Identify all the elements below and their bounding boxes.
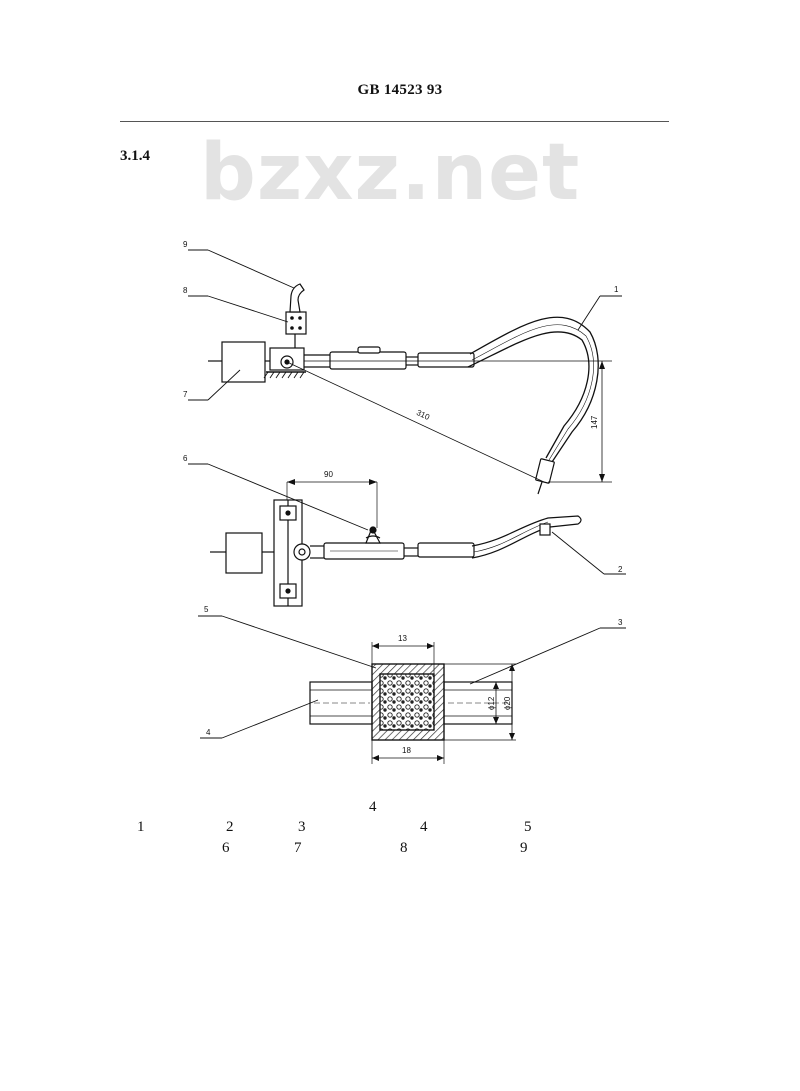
pivot-circle-plan [293,543,311,561]
watermark: bzxz.net [200,128,581,218]
callout-2: 2 [618,565,623,574]
callout-8: 8 [183,286,188,295]
callout-leaders [188,249,626,739]
apparatus-side-view [208,283,612,495]
dim-width-top: 13 [398,634,407,643]
radius-line [286,361,545,483]
callout-1: 1 [614,285,619,294]
legend-2-4: 9 [520,840,528,856]
end-tip-2 [539,523,551,536]
legend-2-1: 6 [222,840,230,856]
dim-dia-inner: ϕ12 [487,696,496,710]
header-rule [120,121,669,122]
callout-3: 3 [618,618,623,627]
legend-2-3: 8 [400,840,408,856]
legend-1-5: 5 [524,819,532,835]
pivot-circle [280,355,294,369]
dim-offset: 90 [324,470,333,479]
dim-width-bottom: 18 [402,746,411,755]
legend-1-4: 4 [420,819,428,835]
legend-1-2: 2 [226,819,234,835]
apparatus-plan-view [210,479,582,607]
callout-4: 4 [206,728,211,737]
legend-2-2: 7 [294,840,302,856]
legend-1-1: 1 [137,819,145,835]
callout-6: 6 [183,454,188,463]
arm-sleeve [329,351,407,370]
counterweight-block [221,341,266,383]
dimension-labels: 310 147 90 13 18 ϕ12 ϕ20 [324,408,599,755]
document-header: GB 14523 93 [357,82,443,98]
caption-number: 4 [369,799,377,815]
nozzle [289,283,305,313]
dim-radius: 310 [415,408,431,422]
dim-dia-outer: ϕ20 [503,696,512,710]
figure-caption: 4 1 2 3 4 5 6 7 8 9 [137,799,532,856]
cartridge-section-detail [309,642,516,764]
legend-1-3: 3 [298,819,306,835]
callout-9: 9 [183,240,188,249]
callout-numbers: 9 8 7 1 6 2 5 3 4 [183,240,623,737]
holder-block [285,311,307,335]
pivot-block [269,347,305,371]
callout-7: 7 [183,390,188,399]
counterweight-block-plan [225,532,263,574]
callout-5: 5 [204,605,209,614]
curved-tube [469,316,599,463]
section-number: 3.1.4 [120,148,150,164]
dim-height: 147 [590,415,599,429]
